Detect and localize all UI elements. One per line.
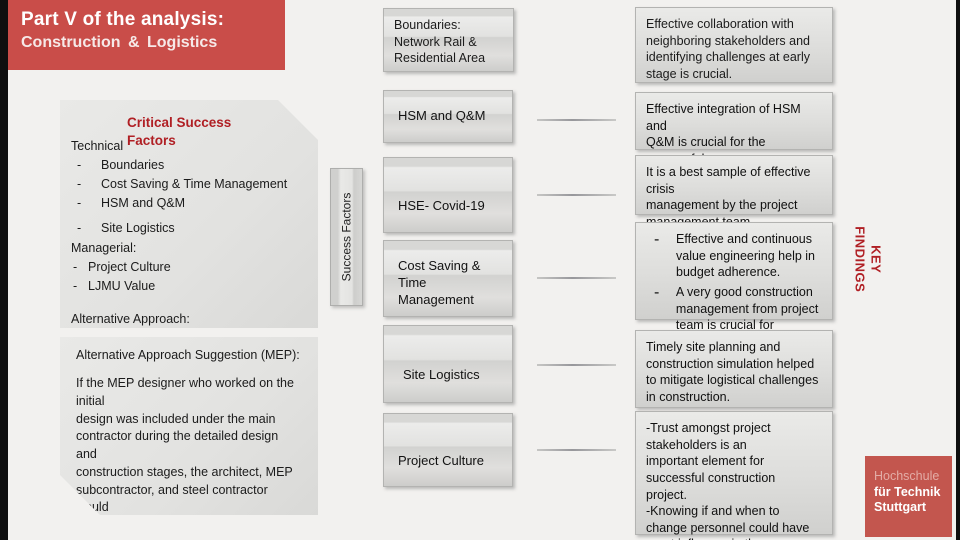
alternative-approach-body: If the MEP designer who worked on the in…: [76, 376, 294, 532]
logo-line1: Hochschule: [874, 469, 940, 483]
dash-bullet: -: [77, 196, 82, 210]
finding-box-crisis-management: It is a best sample of effective crisis …: [635, 155, 833, 229]
factor-box-cost-saving: Cost Saving & Time Management: [383, 240, 513, 317]
dash-bullet: -: [73, 279, 78, 293]
finding-bullet-text: Effective and continuous value engineeri…: [676, 232, 815, 280]
left-edge-strip: [0, 0, 8, 540]
alternative-approach-label: Alternative Approach:: [71, 312, 190, 326]
finding-box-site-planning: Timely site planning and construction si…: [635, 330, 833, 408]
technical-item-label: Cost Saving & Time Management: [101, 177, 288, 191]
page-subtitle: Construction & Logistics: [21, 34, 218, 51]
connector-line: [537, 449, 616, 451]
right-edge-strip: [956, 0, 960, 540]
critical-success-factors-content: Technical - Boundaries - Cost Saving & T…: [60, 139, 318, 328]
critical-success-factors-heading: Critical Success Factors: [127, 115, 232, 148]
connector-line: [537, 119, 616, 121]
key-findings-label: KEY FINDINGS: [852, 225, 884, 293]
alternative-approach-panel: Alternative Approach Suggestion (MEP): I…: [60, 337, 318, 515]
finding-bullet: - Effective and continuous value enginee…: [646, 231, 822, 281]
factor-box-site-logistics: Site Logistics: [383, 325, 513, 403]
technical-item: - Site Logistics: [60, 221, 318, 235]
technical-item: - Cost Saving & Time Management: [60, 177, 318, 191]
managerial-item-label: LJMU Value: [88, 279, 156, 293]
finding-box-trust: -Trust amongst project stakeholders is a…: [635, 411, 833, 540]
logo-line3: Stuttgart: [874, 500, 927, 515]
managerial-item: - LJMU Value: [60, 279, 318, 293]
factor-box-project-culture: Project Culture: [383, 413, 513, 487]
hochschule-stuttgart-logo: Hochschule für Technik Stuttgart: [865, 456, 952, 537]
dash-bullet: -: [77, 221, 82, 235]
dash-bullet: -: [77, 158, 82, 172]
finding-box-hsm-integration: Effective integration of HSM and Q&M is …: [635, 92, 833, 183]
technical-label: Technical: [71, 139, 124, 153]
technical-item-label: Boundaries: [101, 158, 165, 172]
connector-line: [537, 194, 616, 196]
technical-item: - Boundaries: [60, 158, 318, 172]
managerial-label: Managerial:: [71, 241, 137, 255]
dash-bullet: -: [77, 177, 82, 191]
logo-line2: für Technik: [874, 484, 941, 499]
connector-line: [537, 364, 616, 366]
factor-box-hse-covid: HSE- Covid-19: [383, 157, 513, 233]
factor-box-hsm-qm: HSM and Q&M: [383, 90, 513, 143]
technical-item-label: HSM and Q&M: [101, 196, 186, 210]
collaboration-finding-box: Effective collaboration with neighboring…: [635, 7, 833, 83]
page-title: Part V of the analysis:: [21, 9, 225, 30]
key-findings-label-container: KEY FINDINGS: [838, 205, 896, 313]
boundaries-box: Boundaries: Network Rail & Residential A…: [383, 8, 514, 72]
slide-title-box: Part V of the analysis: Construction & L…: [8, 0, 285, 70]
dash-bullet: -: [654, 231, 660, 248]
dash-bullet: -: [654, 283, 660, 301]
connector-line: [537, 277, 616, 279]
dash-bullet: -: [73, 260, 78, 274]
managerial-item-label: Project Culture: [88, 260, 171, 274]
success-factors-vertical-box: Success Factors: [330, 168, 363, 306]
alternative-approach-heading: Alternative Approach Suggestion (MEP):: [76, 348, 300, 362]
managerial-item: - Project Culture: [60, 260, 318, 274]
technical-item: - HSM and Q&M: [60, 196, 318, 210]
success-factors-label: Success Factors: [339, 192, 354, 282]
finding-box-value-engineering: - Effective and continuous value enginee…: [635, 222, 833, 349]
technical-item-label: Site Logistics: [101, 221, 175, 235]
critical-success-factors-panel: Critical Success Factors Technical - Bou…: [60, 100, 318, 328]
